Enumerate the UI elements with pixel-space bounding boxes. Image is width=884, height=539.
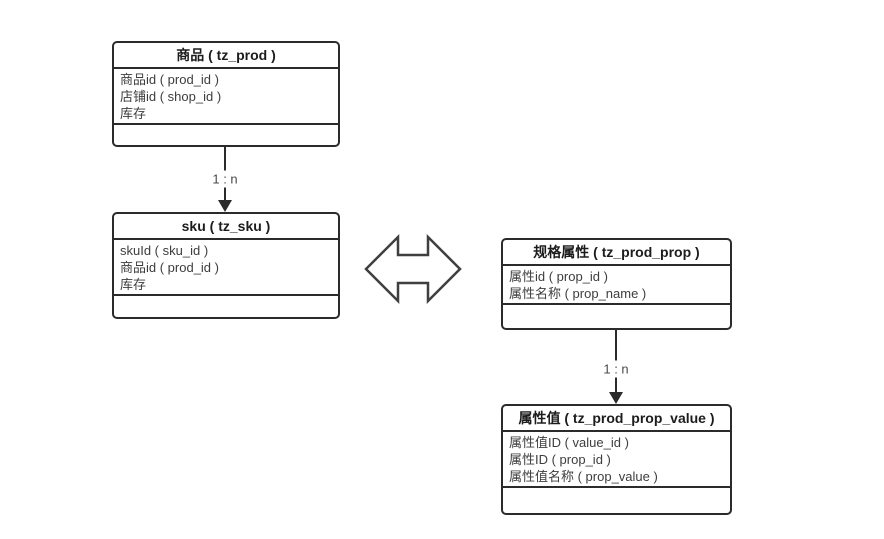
table-field: 属性ID ( prop_id ) (509, 452, 611, 467)
table-field: 店铺id ( shop_id ) (120, 89, 222, 104)
table-field: 库存 (120, 106, 147, 121)
bidirectional-arrow-icon (364, 233, 462, 305)
table-title: 规格属性 ( tz_prod_prop ) (503, 240, 730, 266)
arrow-down-icon (218, 200, 232, 212)
table-field: 属性值名称 ( prop_value ) (509, 469, 658, 484)
table-field: 属性值ID ( value_id ) (509, 435, 629, 450)
table-empty-section (503, 488, 730, 513)
table-field-section: skuId ( sku_id ) 商品id ( prod_id ) 库存 (114, 240, 338, 296)
table-empty-section (114, 125, 338, 145)
table-field: 属性id ( prop_id ) (509, 269, 608, 284)
table-field-section: 属性id ( prop_id ) 属性名称 ( prop_name ) (503, 266, 730, 305)
entity-table-tz-prod-prop: 规格属性 ( tz_prod_prop ) 属性id ( prop_id ) 属… (501, 238, 732, 330)
table-field: 商品id ( prod_id ) (120, 260, 219, 275)
entity-table-tz-prod-prop-value: 属性值 ( tz_prod_prop_value ) 属性值ID ( value… (501, 404, 732, 515)
table-title: sku ( tz_sku ) (114, 214, 338, 240)
entity-table-tz-sku: sku ( tz_sku ) skuId ( sku_id ) 商品id ( p… (112, 212, 340, 319)
table-field-section: 商品id ( prod_id ) 店铺id ( shop_id ) 库存 (114, 69, 338, 125)
table-field: 属性名称 ( prop_name ) (509, 286, 647, 301)
table-title: 商品 ( tz_prod ) (114, 43, 338, 69)
relation-cardinality-label: 1 : n (600, 360, 632, 378)
table-field: 库存 (120, 277, 147, 292)
table-field-section: 属性值ID ( value_id ) 属性ID ( prop_id ) 属性值名… (503, 432, 730, 488)
table-empty-section (114, 296, 338, 317)
table-field: 商品id ( prod_id ) (120, 72, 219, 87)
table-title: 属性值 ( tz_prod_prop_value ) (503, 406, 730, 432)
relation-cardinality-label: 1 : n (209, 170, 241, 188)
entity-table-tz-prod: 商品 ( tz_prod ) 商品id ( prod_id ) 店铺id ( s… (112, 41, 340, 147)
table-empty-section (503, 305, 730, 328)
table-field: skuId ( sku_id ) (120, 243, 209, 258)
arrow-down-icon (609, 392, 623, 404)
